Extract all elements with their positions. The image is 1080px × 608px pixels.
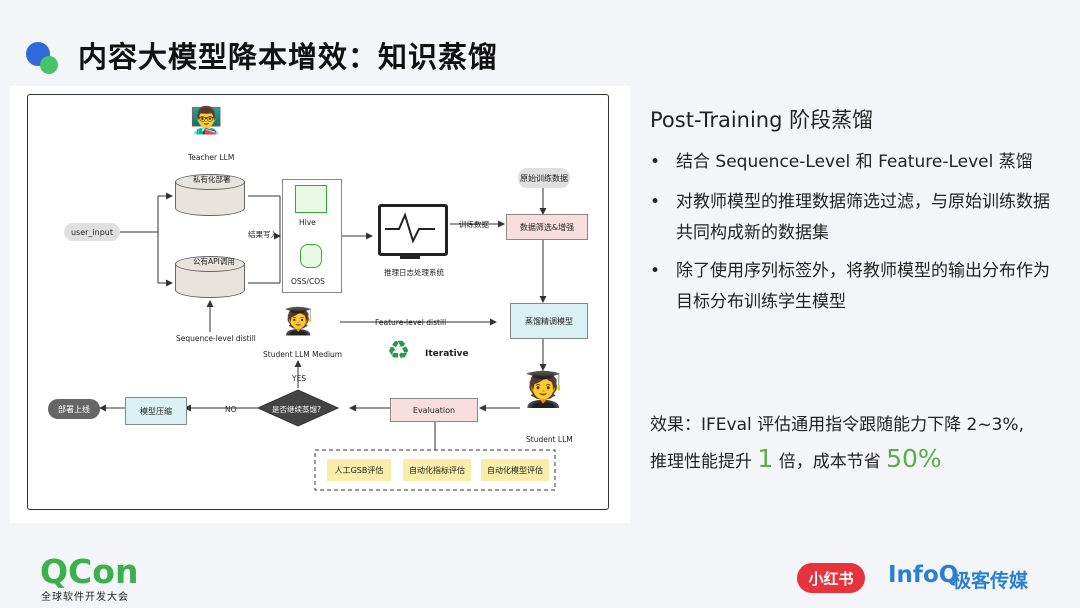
right-heading: Post-Training 阶段蒸馏 [650, 108, 874, 132]
sequence-distill-label: Sequence-level distill [176, 334, 256, 343]
jike-logo: 极客传媒 [952, 570, 1029, 592]
diagram-connectors [99, 188, 556, 491]
log-system-label: 推理日志处理系统 [384, 268, 444, 277]
eval-gsb-box: 人工GSB评估 [327, 459, 391, 481]
student-medium-label: Student LLM Medium [263, 350, 343, 359]
bullet-dot: • [650, 261, 661, 281]
effect-perf-label: 推理性能提升 [650, 452, 752, 472]
teacher-llm-label: Teacher LLM [188, 153, 235, 162]
oss-cos-label: OSS/COS [291, 277, 325, 286]
private-deploy-db-icon [175, 174, 245, 220]
effect-text: 效果：IFEval 评估通用指令跟随能力下降 2~3%, 推理性能提升 1 倍，… [650, 408, 1024, 479]
yes-label: YES [292, 374, 307, 383]
data-filter-box: 数据筛选&增强 [506, 214, 588, 240]
qcon-subtitle: 全球软件开发大会 [41, 592, 129, 603]
student-llm-label: Student LLM [526, 435, 573, 444]
no-label: NO [225, 405, 237, 414]
bullet-dot: • [650, 192, 661, 212]
oss-db-icon [300, 244, 322, 268]
public-api-label: 公有API调用 [193, 257, 235, 266]
title-dot-green [40, 56, 58, 74]
iterative-label: Iterative [425, 349, 469, 359]
evaluation-box: Evaluation [390, 398, 478, 422]
effect-cost-label: 倍，成本节省 [778, 452, 881, 472]
distill-finetune-box: 蒸馏精调模型 [510, 303, 588, 339]
deploy-box: 部署上线 [48, 399, 100, 419]
infoq-logo: InfoQ [888, 562, 959, 588]
qcon-logo: QCon [40, 552, 139, 591]
bullet-3-text: 除了使用序列标签外，将教师模型的输出分布作为目标分布训练学生模型 [676, 261, 1050, 312]
hive-label: Hive [299, 218, 316, 227]
feature-distill-label: Feature-level distill [375, 318, 447, 327]
teacher-icon: 👨‍🏫 [190, 106, 223, 136]
effect-line-1: 效果：IFEval 评估通用指令跟随能力下降 2~3%, [650, 415, 1024, 435]
train-data-label: 训练数据 [459, 220, 489, 229]
effect-cost-value: 50% [886, 444, 942, 473]
continue-distill-label: 是否继续蒸馏? [272, 405, 321, 414]
monitor-stand-icon [400, 253, 420, 259]
raw-train-data-box: 原始训练数据 [518, 168, 570, 188]
eval-metric-box: 自动化指标评估 [403, 459, 471, 481]
private-deploy-label: 私有化部署 [193, 175, 231, 184]
xiaohongshu-logo: 小红书 [797, 563, 865, 593]
hive-table-icon [295, 185, 327, 213]
diagram-panel: 👨‍🏫 Teacher LLM 私有化部署 公有API调用 user_input… [10, 86, 630, 523]
eval-model-box: 自动化模型评估 [481, 459, 549, 481]
bullet-dot: • [650, 152, 661, 172]
user-input-box: user_input [64, 223, 120, 241]
effect-line-2: 推理性能提升 1 倍，成本节省 50% [650, 442, 1024, 479]
result-write-label: 结果写入 [248, 230, 278, 239]
bullet-1-text: 结合 Sequence-Level 和 Feature-Level 蒸馏 [676, 152, 1033, 172]
monitor-icon [378, 204, 448, 256]
effect-perf-value: 1 [757, 444, 774, 473]
student-llm-icon: 🧑‍🎓 [522, 370, 565, 410]
public-api-db-icon [175, 256, 245, 302]
diagram-frame [27, 94, 609, 510]
bullet-2-text: 对教师模型的推理数据筛选过滤，与原始训练数据共同构成新的数据集 [676, 192, 1050, 243]
page-title: 内容大模型降本增效：知识蒸馏 [78, 40, 499, 74]
compress-box: 模型压缩 [125, 397, 187, 425]
recycle-icon: ♻ [387, 336, 411, 366]
student-medium-icon: 🧑‍🎓 [282, 307, 315, 337]
